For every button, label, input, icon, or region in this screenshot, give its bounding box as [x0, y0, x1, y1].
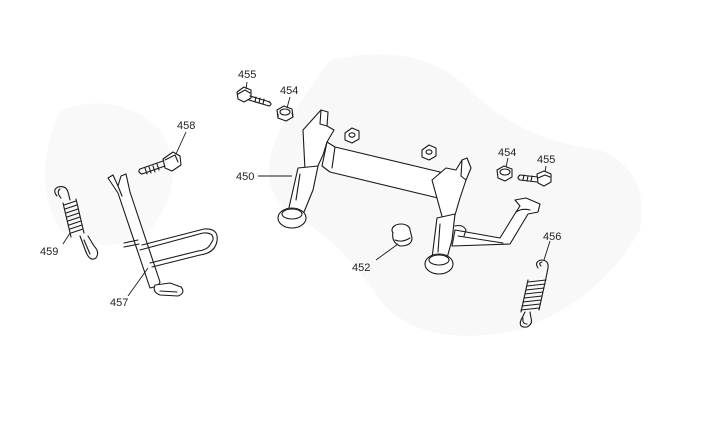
- label-459: 459: [40, 246, 58, 258]
- label-454-right: 454: [498, 147, 516, 159]
- bolt-455-top: [236, 86, 272, 107]
- nut-454-right: [496, 165, 513, 182]
- nut-454-top: [276, 105, 294, 122]
- stopper-452: [391, 223, 413, 247]
- spring-456: [519, 259, 549, 328]
- label-455-top: 455: [238, 69, 256, 81]
- center-stand-450: [277, 109, 541, 275]
- label-450: 450: [236, 171, 254, 183]
- spring-459: [54, 186, 99, 260]
- part-labels: 450 452 454 455 454 455 456 457 458 459: [40, 69, 561, 309]
- label-456: 456: [543, 231, 561, 243]
- label-458: 458: [177, 120, 195, 132]
- nut-center-right: [421, 144, 437, 161]
- leader-lines: [62, 81, 551, 297]
- watermark: [45, 54, 642, 336]
- nut-center-left: [344, 127, 360, 144]
- label-455-right: 455: [537, 154, 555, 166]
- bolt-458: [138, 151, 182, 175]
- bolt-455-right: [517, 170, 552, 187]
- label-452: 452: [352, 262, 370, 274]
- side-stand-457: [107, 173, 218, 297]
- label-457: 457: [110, 297, 128, 309]
- label-454-top: 454: [280, 85, 298, 97]
